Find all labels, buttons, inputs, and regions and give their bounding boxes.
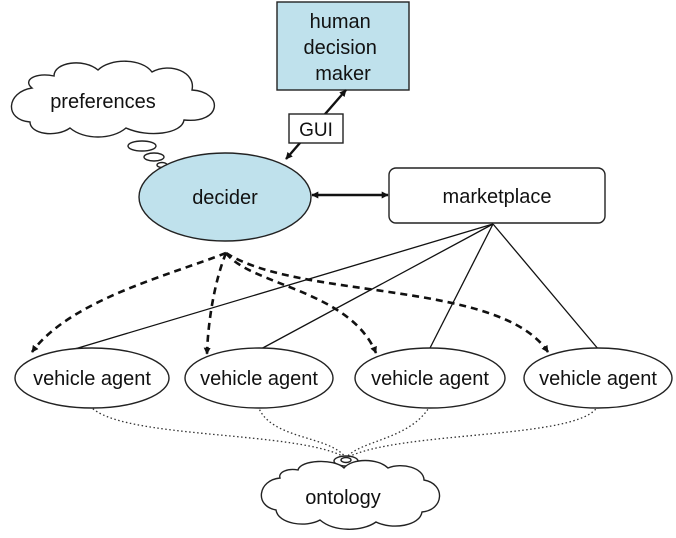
gui-label: GUI	[299, 120, 333, 141]
marketplace-link-4	[492, 223, 600, 351]
human-line-1: human	[310, 11, 371, 33]
thought-bubble-2	[143, 152, 165, 162]
marketplace-links	[57, 223, 600, 355]
dotted-link-4	[345, 405, 599, 459]
vehicle-agent-1[interactable]: vehicle agent	[14, 347, 170, 409]
marketplace-box[interactable]: marketplace	[388, 167, 606, 224]
vehicle-agent-label: vehicle agent	[371, 368, 489, 390]
marketplace-link-2	[258, 223, 494, 351]
svg-text:human decision mak: human decision maker	[304, 11, 383, 85]
ontology-knot-inner	[340, 456, 352, 464]
dashed-arrow-2	[203, 252, 228, 355]
vehicle-agent-3[interactable]: vehicle agent	[354, 347, 506, 409]
decider-node[interactable]: decider	[138, 152, 312, 242]
thought-bubble-1	[127, 140, 157, 152]
preferences-label: preferences	[50, 91, 156, 113]
vehicle-agent-label: vehicle agent	[200, 368, 318, 390]
dashed-arrow-3	[224, 252, 378, 354]
human-decision-maker-box[interactable]: human decision maker	[276, 1, 410, 91]
decider-label: decider	[192, 187, 258, 209]
human-line-3: maker	[315, 63, 371, 85]
vehicle-agent-label: vehicle agent	[539, 368, 657, 390]
vehicle-agent-label: vehicle agent	[33, 368, 151, 390]
dotted-link-3	[345, 405, 431, 459]
ontology-links	[89, 405, 599, 459]
vehicle-agent-4[interactable]: vehicle agent	[523, 347, 673, 409]
marketplace-label: marketplace	[443, 186, 552, 208]
ontology-label: ontology	[305, 487, 381, 509]
dotted-link-2	[257, 405, 347, 459]
preferences-cloud: preferences	[10, 60, 216, 169]
gui-box[interactable]: GUI	[288, 113, 344, 144]
ontology-cloud[interactable]: ontology	[260, 455, 441, 530]
marketplace-link-1	[57, 223, 494, 355]
human-line-2: decision	[304, 37, 377, 59]
decider-agent-arrows	[30, 251, 550, 355]
vehicle-agent-2[interactable]: vehicle agent	[184, 347, 334, 409]
dotted-link-1	[89, 405, 347, 459]
marketplace-link-3	[428, 223, 494, 351]
dashed-arrow-4	[225, 251, 550, 353]
dashed-arrow-1	[30, 251, 227, 353]
